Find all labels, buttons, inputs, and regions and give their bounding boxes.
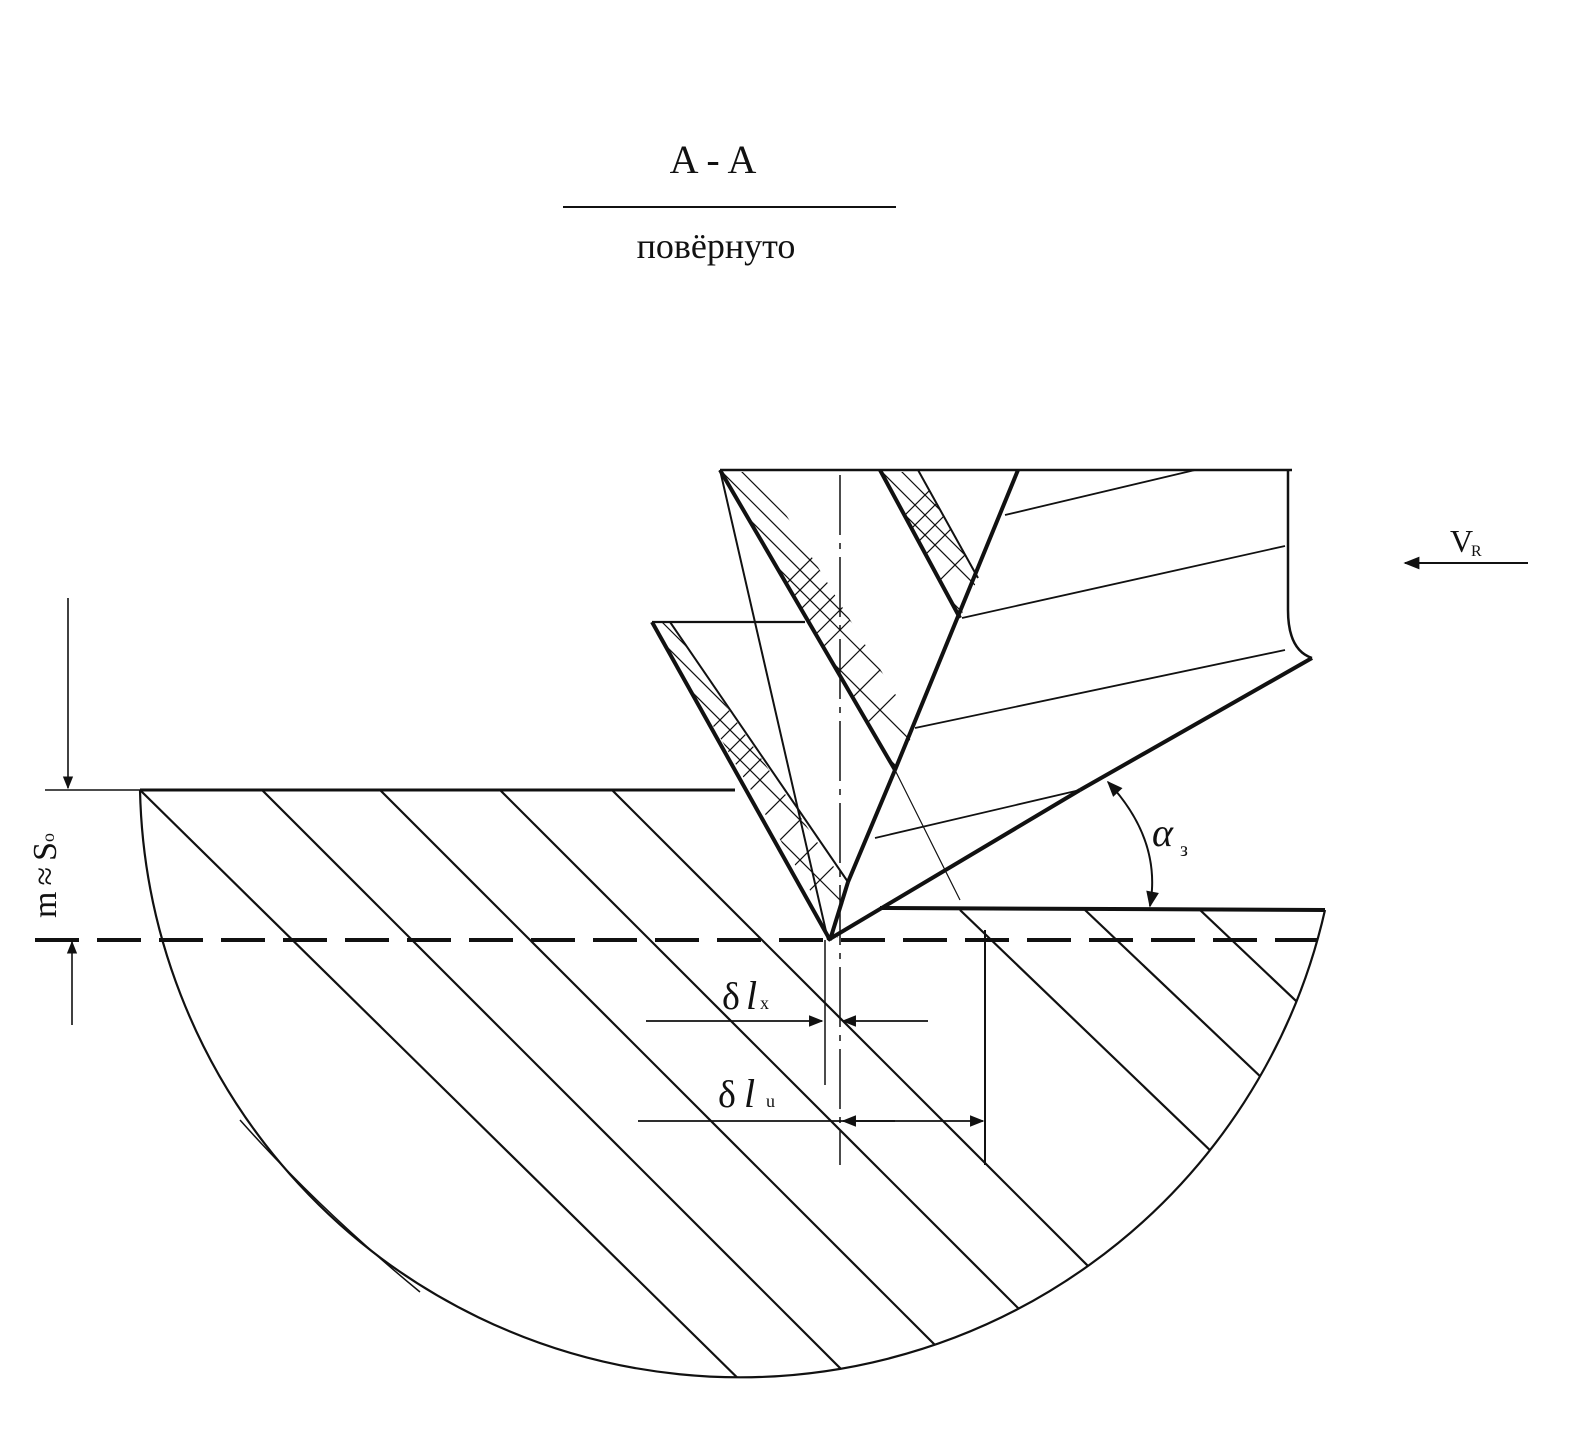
svg-text:u: u <box>766 1091 775 1111</box>
svg-text:δ: δ <box>718 1074 736 1116</box>
workpiece-arc <box>138 789 1327 1379</box>
alpha-arc <box>1106 780 1159 908</box>
svg-text:m≈So: m≈So <box>27 833 64 918</box>
svg-text:l: l <box>746 973 757 1018</box>
svg-text:з: з <box>1180 839 1188 861</box>
svg-text:δ: δ <box>722 976 740 1018</box>
section-caption: повёрнуто <box>637 226 796 266</box>
cutting-tool <box>650 468 1313 942</box>
machined-surface <box>879 906 1326 912</box>
alpha-label: α з <box>1152 810 1188 861</box>
svg-text:R: R <box>1471 543 1482 560</box>
svg-text:α: α <box>1152 810 1174 855</box>
dlx-label: δ l x <box>722 973 769 1018</box>
svg-text:l: l <box>744 1071 755 1116</box>
svg-text:x: x <box>760 993 769 1013</box>
svg-text:V: V <box>1450 523 1473 559</box>
chip-mark <box>239 1119 421 1293</box>
velocity-label: V R <box>1450 523 1482 560</box>
dlu-label: δ l u <box>718 1071 775 1116</box>
section-title: A - A <box>670 137 757 182</box>
dimension-depth <box>45 598 735 1025</box>
depth-label: m≈So <box>27 833 64 918</box>
workpiece <box>138 788 1327 1379</box>
